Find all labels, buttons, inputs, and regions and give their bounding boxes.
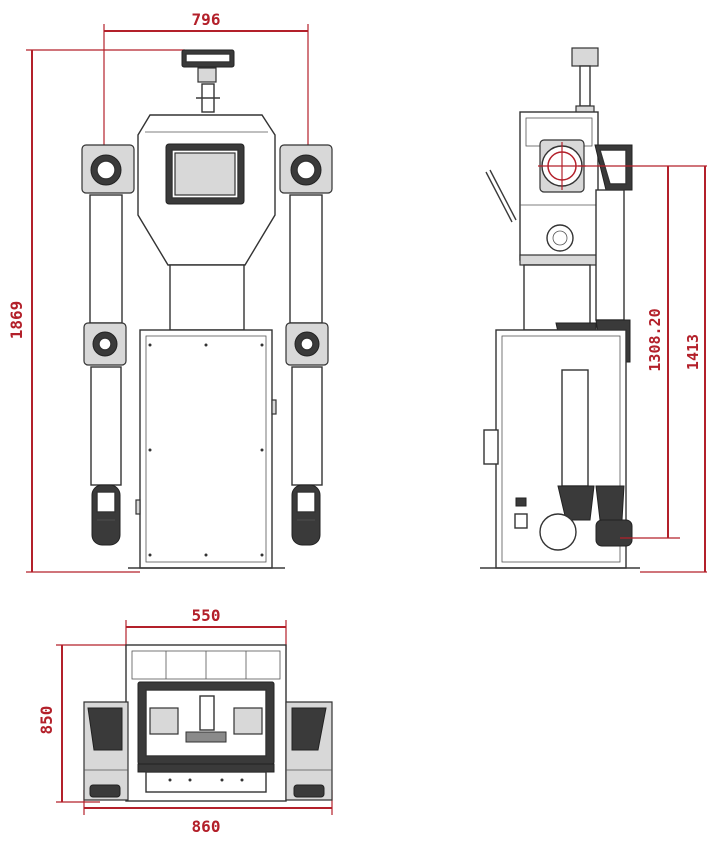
front-width-dimension: 796 — [103, 10, 309, 150]
top-inner-width-dimension: 550 — [125, 606, 287, 650]
front-height-dimension: 1869 — [7, 49, 185, 573]
base-cabinet — [128, 329, 285, 569]
right-arm — [285, 194, 329, 546]
top-view: 550 850 860 — [37, 606, 333, 836]
waist-column — [169, 264, 245, 331]
top-depth-dimension: 850 — [37, 644, 126, 803]
top-depth-label: 850 — [37, 706, 56, 735]
right-shoulder — [279, 144, 333, 194]
front-width-label: 796 — [192, 10, 221, 29]
top-inner-width-label: 550 — [192, 606, 221, 625]
side-view: 1308.20 1413 — [480, 47, 707, 573]
top-overall-width-dimension: 860 — [83, 790, 333, 836]
top-left-arm — [83, 701, 129, 801]
side-outer-height-label: 1413 — [684, 334, 702, 370]
side-waist — [523, 264, 591, 331]
upper-body — [137, 114, 276, 266]
side-inner-height-label: 1308.20 — [646, 308, 664, 371]
top-right-arm — [285, 701, 333, 801]
side-upper-arm — [595, 189, 625, 321]
left-shoulder — [81, 144, 135, 194]
side-outer-height-dimension: 1413 — [640, 165, 707, 573]
side-shoulder — [538, 139, 633, 193]
front-view: 796 1869 — [7, 10, 333, 573]
side-head — [571, 47, 599, 117]
side-inner-height-dimension: 1308.20 — [578, 165, 680, 539]
top-overall-width-label: 860 — [192, 817, 221, 836]
side-wrist — [539, 485, 633, 551]
front-height-label: 1869 — [7, 301, 26, 340]
head-sensor — [181, 49, 235, 113]
side-forearm — [561, 369, 589, 487]
left-arm — [83, 194, 127, 546]
